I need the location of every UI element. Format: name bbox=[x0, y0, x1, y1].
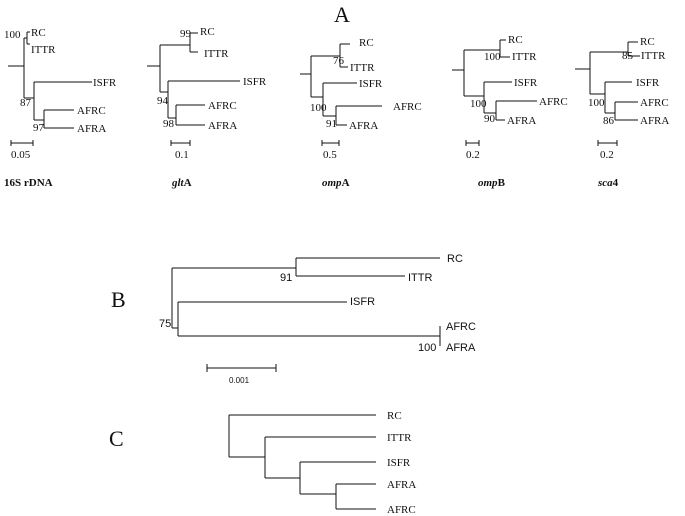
scale-bar bbox=[465, 140, 480, 146]
leaf-label: ITTR bbox=[31, 44, 56, 56]
bootstrap-value: 87 bbox=[20, 97, 32, 109]
leaf-label: ITTR bbox=[408, 272, 432, 284]
scale-bar-label: 0.001 bbox=[229, 376, 250, 385]
leaf-label: ITTR bbox=[387, 432, 412, 444]
tree-glta: RC ITTR ISFR AFRC AFRA 99 94 98 0.1 gltA bbox=[147, 26, 267, 189]
bootstrap-value: 100 bbox=[310, 102, 327, 114]
tree-panel-c: RC ITTR ISFR AFRA AFRC bbox=[228, 410, 416, 516]
leaf-label: ISFR bbox=[350, 296, 375, 308]
leaf-label: AFRA bbox=[446, 342, 476, 354]
leaf-label: AFRA bbox=[349, 120, 378, 132]
panel-c-label: C bbox=[109, 426, 124, 451]
bootstrap-value: 100 bbox=[418, 342, 436, 354]
bootstrap-value: 85 bbox=[622, 50, 634, 62]
leaf-label: AFRA bbox=[507, 115, 536, 127]
leaf-label: AFRC bbox=[640, 97, 669, 109]
gene-name: ompB bbox=[478, 177, 506, 189]
scale-bar bbox=[170, 140, 191, 146]
bootstrap-value: 100 bbox=[484, 51, 501, 63]
leaf-label: AFRC bbox=[77, 105, 106, 117]
gene-name: ompA bbox=[322, 177, 350, 189]
bootstrap-value: 97 bbox=[33, 122, 45, 134]
leaf-label: ITTR bbox=[204, 48, 229, 60]
gene-name: sca4 bbox=[597, 177, 619, 189]
bootstrap-value: 76 bbox=[333, 55, 345, 67]
leaf-label: ITTR bbox=[512, 51, 537, 63]
panel-a-label: A bbox=[334, 2, 350, 27]
leaf-label: ISFR bbox=[93, 77, 117, 89]
leaf-label: ISFR bbox=[387, 457, 411, 469]
bootstrap-value: 100 bbox=[588, 97, 605, 109]
leaf-label: RC bbox=[387, 410, 402, 422]
scale-bar-label: 0.5 bbox=[323, 149, 337, 161]
scale-bar bbox=[597, 140, 618, 146]
bootstrap-value: 98 bbox=[163, 118, 175, 130]
bootstrap-value: 100 bbox=[470, 98, 487, 110]
leaf-label: AFRA bbox=[208, 120, 237, 132]
bootstrap-value: 91 bbox=[280, 272, 292, 284]
scale-bar bbox=[206, 364, 277, 372]
scale-bar-label: 0.2 bbox=[466, 149, 480, 161]
leaf-label: ITTR bbox=[641, 50, 666, 62]
scale-bar bbox=[10, 140, 34, 146]
bootstrap-value: 86 bbox=[603, 115, 615, 127]
leaf-label: AFRC bbox=[393, 101, 422, 113]
leaf-label: AFRA bbox=[77, 123, 106, 135]
bootstrap-value: 75 bbox=[159, 318, 171, 330]
leaf-label: RC bbox=[640, 36, 655, 48]
scale-bar bbox=[321, 140, 340, 146]
leaf-label: RC bbox=[508, 34, 523, 46]
leaf-label: AFRC bbox=[539, 96, 568, 108]
leaf-label: AFRC bbox=[208, 100, 237, 112]
tree-sca4: RC ITTR ISFR AFRC AFRA 85 100 86 0.2 sca… bbox=[575, 36, 669, 189]
tree-ompb: RC ITTR ISFR AFRC AFRA 100 100 90 0.2 om… bbox=[452, 34, 568, 189]
leaf-label: AFRC bbox=[387, 504, 416, 516]
leaf-label: ISFR bbox=[359, 78, 383, 90]
bootstrap-value: 94 bbox=[157, 95, 169, 107]
leaf-label: ISFR bbox=[243, 76, 267, 88]
leaf-label: ISFR bbox=[636, 77, 660, 89]
bootstrap-value: 100 bbox=[4, 29, 21, 41]
bootstrap-value: 99 bbox=[180, 28, 192, 40]
leaf-label: RC bbox=[200, 26, 215, 38]
scale-bar-label: 0.1 bbox=[175, 149, 189, 161]
leaf-label: RC bbox=[447, 253, 463, 265]
leaf-label: RC bbox=[359, 37, 374, 49]
gene-name: gltA bbox=[171, 177, 192, 189]
leaf-label: AFRC bbox=[446, 321, 476, 333]
leaf-label: RC bbox=[31, 27, 46, 39]
scale-bar-label: 0.2 bbox=[600, 149, 614, 161]
leaf-label: ISFR bbox=[514, 77, 538, 89]
scale-bar-label: 0.05 bbox=[11, 149, 31, 161]
bootstrap-value: 91 bbox=[326, 118, 337, 130]
tree-16s-rdna: RC ITTR ISFR AFRC AFRA 100 87 97 0.05 16… bbox=[4, 27, 117, 189]
gene-name: 16S rDNA bbox=[4, 177, 53, 189]
leaf-label: ITTR bbox=[350, 62, 375, 74]
tree-ompa: RC ITTR ISFR AFRC AFRA 76 100 91 0.5 omp… bbox=[300, 37, 422, 189]
bootstrap-value: 90 bbox=[484, 113, 496, 125]
tree-panel-b: RC ITTR ISFR AFRC AFRA 91 75 100 0.001 bbox=[159, 253, 476, 385]
panel-b-label: B bbox=[111, 287, 126, 312]
leaf-label: AFRA bbox=[640, 115, 669, 127]
leaf-label: AFRA bbox=[387, 479, 416, 491]
